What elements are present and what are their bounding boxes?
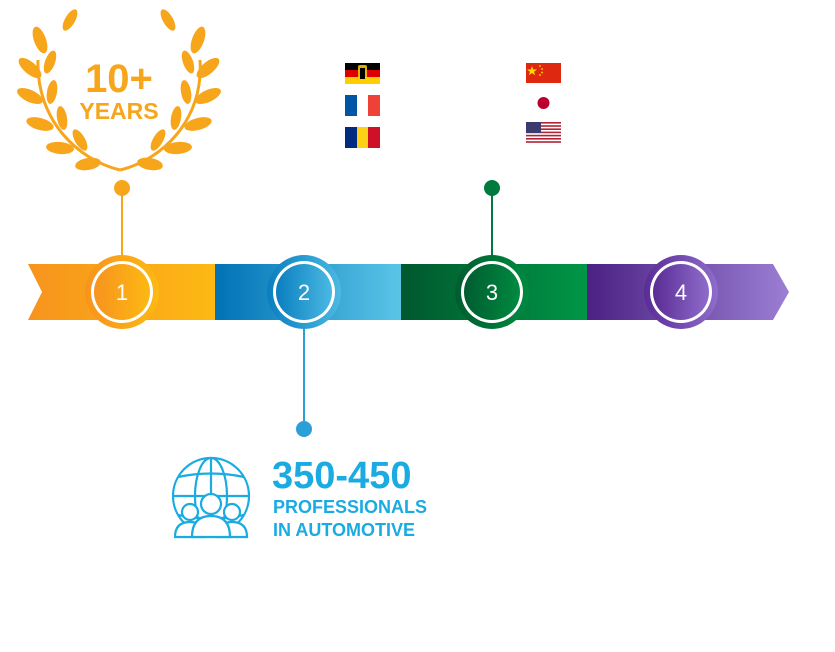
- step-3-marker: 3: [455, 255, 529, 329]
- china-flag-icon: [526, 63, 561, 83]
- france-flag-icon: [345, 95, 380, 116]
- connector-step-3: [484, 180, 500, 258]
- step-1-number: 1: [116, 280, 128, 305]
- step-2-number: 2: [298, 280, 310, 305]
- connector-step-2: [296, 325, 312, 437]
- years-label: YEARS: [79, 98, 158, 124]
- step-4-number: 4: [675, 280, 687, 305]
- professionals-label: PROFESSIONALS: [273, 497, 427, 517]
- romania-flag-icon: [345, 127, 380, 148]
- professionals-count: 350-450: [272, 455, 411, 497]
- globe-people-icon: [171, 456, 251, 539]
- step-3-number: 3: [486, 280, 498, 305]
- usa-flag-icon: [526, 122, 561, 143]
- automotive-label: IN AUTOMOTIVE: [273, 520, 415, 540]
- years-number: 10+: [85, 57, 153, 101]
- japan-flag-icon: [526, 93, 561, 113]
- step-2-marker: 2: [267, 255, 341, 329]
- laurel-wreath-icon: [17, 9, 221, 172]
- step-4-marker: 4: [644, 255, 718, 329]
- connector-step-1: [114, 180, 130, 258]
- germany-flag-icon: [345, 63, 380, 84]
- step-1-marker: 1: [85, 255, 159, 329]
